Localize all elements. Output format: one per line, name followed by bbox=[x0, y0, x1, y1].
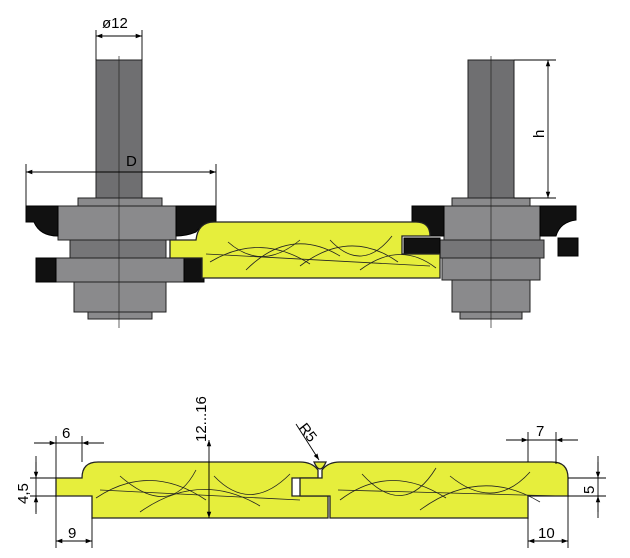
dim-5-label: 5 bbox=[581, 486, 598, 494]
left-upper-knife-left bbox=[25, 205, 59, 237]
top-board-profile bbox=[169, 221, 441, 279]
dim-10-label: 10 bbox=[538, 525, 555, 542]
left-lower-cutter-body bbox=[55, 257, 185, 283]
top-grain-3 bbox=[245, 243, 341, 271]
left-nut bbox=[73, 281, 167, 313]
bottom-grain-3 bbox=[139, 489, 261, 513]
top-workpiece bbox=[169, 221, 441, 279]
dim-4-5-label: 4,5 bbox=[15, 483, 32, 504]
bottom-panel-profile bbox=[55, 461, 569, 519]
right-lower-knife-right bbox=[557, 237, 579, 257]
left-upper-cutter-body bbox=[57, 205, 177, 241]
left-washer bbox=[87, 311, 153, 320]
bead-notch bbox=[313, 461, 327, 470]
right-lower-knife-left bbox=[403, 237, 441, 255]
cutter-diameter-label: D bbox=[126, 153, 137, 170]
bottom-grain-2 bbox=[119, 469, 197, 497]
left-bearing bbox=[69, 239, 167, 259]
dim-6-label: 6 bbox=[62, 425, 70, 442]
right-upper-knife-right bbox=[539, 205, 577, 237]
radius-label: R5 bbox=[295, 420, 320, 446]
thickness-label: 12...16 bbox=[193, 396, 210, 442]
right-cutter-assembly bbox=[403, 56, 579, 328]
top-grain-5 bbox=[329, 235, 393, 257]
bottom-grain-6 bbox=[339, 480, 447, 501]
dim-9-label: 9 bbox=[68, 525, 76, 542]
dim-7-label: 7 bbox=[536, 423, 544, 440]
top-grain-6 bbox=[205, 253, 431, 267]
right-bearing bbox=[439, 239, 545, 259]
left-cutter-assembly bbox=[25, 56, 217, 328]
shank-diameter-label: ø12 bbox=[102, 15, 128, 32]
height-label: h bbox=[531, 130, 548, 138]
bottom-grain-5 bbox=[99, 489, 301, 501]
top-dimensions: ø12 D h bbox=[25, 15, 556, 206]
bottom-grain-7 bbox=[361, 467, 437, 496]
top-grain-7 bbox=[359, 254, 437, 271]
bottom-dimensions: 12...16 R5 6 4,5 9 7 bbox=[15, 396, 606, 548]
right-upper-cutter-body bbox=[443, 205, 541, 241]
top-grain-1 bbox=[209, 247, 311, 265]
bottom-grain-10 bbox=[337, 489, 561, 497]
left-lower-knife-left bbox=[35, 257, 57, 283]
top-grain-2 bbox=[227, 239, 301, 257]
bottom-grain-9 bbox=[449, 471, 531, 494]
bottom-grain-4 bbox=[213, 473, 291, 495]
radius-leader bbox=[295, 423, 320, 461]
bottom-grain-1 bbox=[95, 480, 207, 501]
left-lower-knife-right bbox=[183, 257, 205, 283]
